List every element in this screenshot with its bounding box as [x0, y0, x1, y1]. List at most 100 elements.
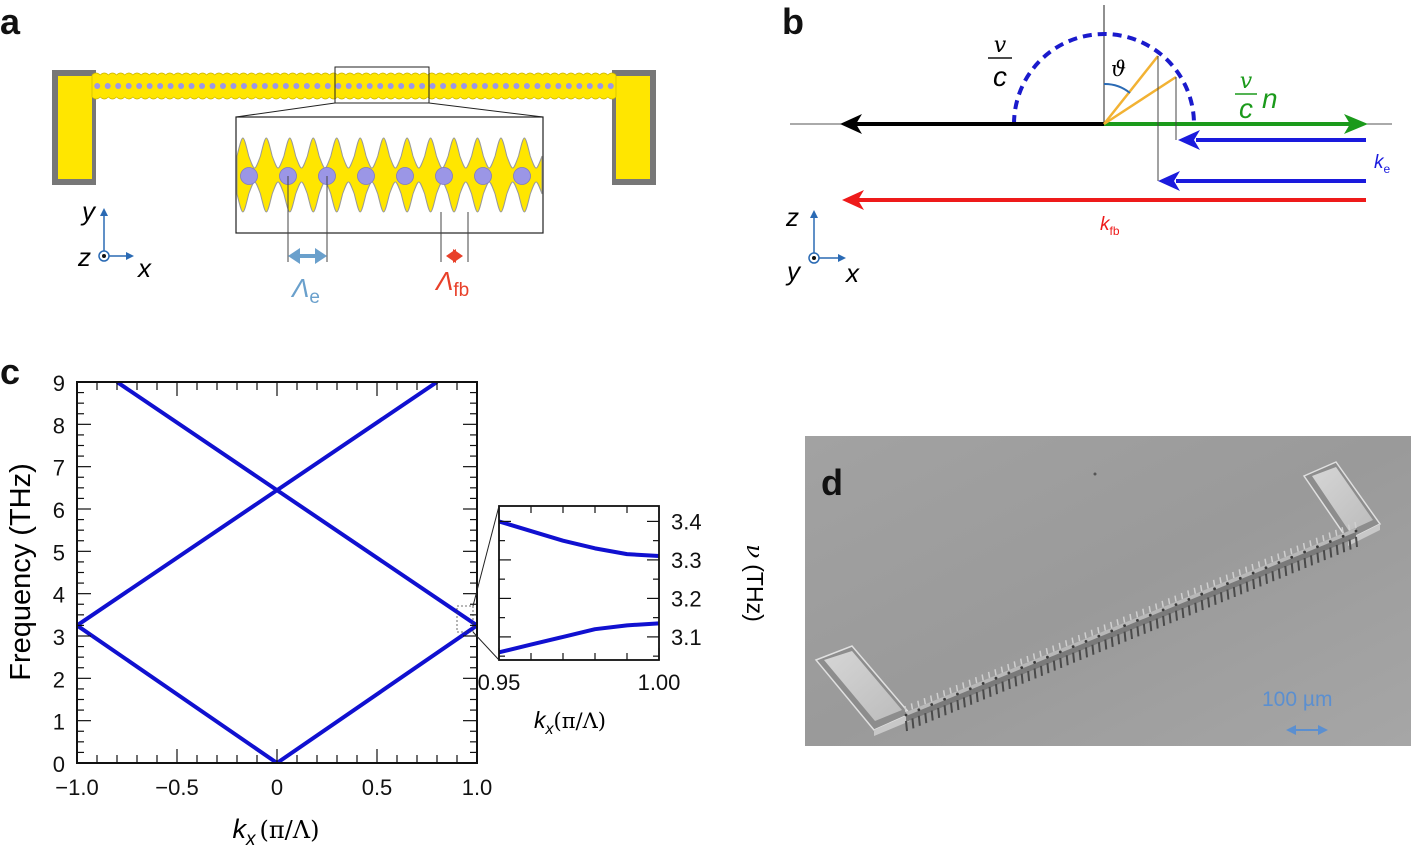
main-chart-frame: [76, 381, 478, 764]
x-tick-label: −1.0: [55, 775, 98, 800]
right-contact-pad-gold: [616, 76, 650, 179]
sem-bridge-hole: [1277, 561, 1281, 564]
waveguide-hole: [188, 83, 195, 89]
sem-corrugation-tooth: [1200, 599, 1204, 611]
sem-corrugation-tooth: [1168, 613, 1172, 624]
sem-bridge-hole: [904, 713, 908, 717]
sem-corrugation-tooth-top: [1180, 592, 1184, 600]
corrugated-waveguide: [91, 72, 617, 100]
sem-corrugation-tooth: [1310, 555, 1313, 566]
sem-corrugation-tooth-top: [1000, 666, 1004, 673]
sem-corrugation-tooth: [930, 710, 934, 721]
sem-bridge-hole: [1110, 629, 1114, 633]
sem-corrugation-tooth: [995, 684, 998, 695]
waveguide-hole: [314, 83, 321, 89]
sem-corrugation-tooth: [1104, 639, 1108, 650]
sem-corrugation-tooth: [937, 707, 941, 718]
sem-corrugation-tooth-top: [910, 703, 914, 710]
v-over-c-label: v c: [988, 33, 1012, 92]
y-tick-label: 5: [53, 540, 65, 565]
dispersion-line: [77, 623, 477, 763]
waveguide-hole: [209, 83, 216, 89]
sem-corrugation-tooth-top: [923, 697, 927, 705]
sem-corrugation-tooth-top: [1007, 663, 1010, 671]
sem-corrugation-tooth-top: [1090, 629, 1094, 636]
zoomed-waveguide-hole: [357, 167, 375, 185]
sem-bridge-hole: [1007, 671, 1011, 675]
sem-bridge-hole: [1161, 608, 1165, 612]
lambda-e-arrow: [288, 248, 327, 264]
sem-corrugation-tooth-top: [1315, 537, 1319, 544]
inset-y-tick-label: 3.3: [671, 548, 702, 573]
sem-corrugation-tooth: [1322, 550, 1326, 561]
sem-bridge-hole: [1136, 618, 1139, 622]
waveguide-hole: [513, 83, 520, 89]
waveguide-hole: [555, 83, 562, 89]
sem-bridge-hole: [1084, 640, 1088, 643]
sem-corrugation-tooth: [1252, 578, 1256, 590]
inset-ylabel: ν(THz): [741, 544, 768, 621]
sem-corrugation-tooth: [1329, 547, 1333, 558]
sem-bridge-hole: [1200, 592, 1204, 596]
sem-corrugation-tooth: [1258, 576, 1262, 587]
waveguide-hole: [492, 83, 499, 89]
sem-corrugation-tooth: [1059, 657, 1063, 669]
waveguide-hole: [471, 83, 478, 89]
sem-corrugation-tooth-top: [1251, 563, 1254, 571]
sem-corrugation-tooth: [1091, 644, 1095, 655]
waveguide-hole: [345, 83, 352, 89]
panel-d: d 100 µm: [805, 436, 1411, 746]
waveguide-hole: [440, 83, 447, 89]
sem-corrugation-tooth: [982, 689, 986, 700]
sem-corrugation-tooth-top: [1097, 627, 1100, 634]
waveguide-hole: [104, 83, 111, 89]
sem-corrugation-tooth-top: [942, 690, 946, 697]
waveguide-hole: [607, 83, 614, 89]
sem-bridge-hole: [1290, 555, 1294, 559]
sem-corrugation-tooth: [1123, 631, 1127, 642]
waveguide-hole: [461, 83, 468, 89]
waveguide-hole: [482, 83, 488, 89]
waveguide-hole: [387, 83, 394, 89]
x-tick-label: 1.0: [462, 775, 493, 800]
waveguide-hole: [429, 83, 436, 89]
sem-corrugation-tooth-top: [1084, 632, 1087, 639]
sem-bridge-hole: [1264, 566, 1268, 570]
black-arrow-head: [840, 114, 862, 134]
sem-corrugation-tooth-top: [1328, 532, 1332, 539]
sem-corrugation-tooth: [1027, 670, 1031, 682]
inset-y-tick-label: 3.2: [671, 586, 702, 611]
sem-waveguide-bridge: [904, 521, 1358, 732]
zoomed-waveguide: [236, 137, 543, 213]
sem-corrugation-tooth: [1110, 636, 1114, 647]
sem-bridge-hole: [1071, 645, 1075, 649]
sem-corrugation-tooth: [1046, 663, 1050, 674]
sem-bridge-hole: [1341, 534, 1345, 538]
waveguide-hole: [356, 83, 363, 89]
x-tick-label: 0: [271, 775, 283, 800]
sem-corrugation-tooth-top: [904, 705, 907, 713]
waveguide-hole: [157, 83, 164, 89]
sem-corrugation-tooth-top: [1103, 624, 1107, 631]
sem-corrugation-tooth: [1007, 678, 1011, 690]
sem-corrugation-tooth-top: [1341, 527, 1344, 534]
sem-corrugation-tooth-top: [1244, 566, 1248, 573]
sem-corrugation-tooth-top: [1167, 598, 1171, 605]
x-tick-label: 0.5: [362, 775, 393, 800]
sem-corrugation-tooth: [1297, 560, 1301, 571]
sem-corrugation-tooth-top: [1026, 655, 1029, 663]
sem-corrugation-tooth-top: [1052, 645, 1055, 652]
inset-zoom-region: [456, 605, 474, 633]
sem-corrugation-tooth: [1065, 655, 1069, 666]
waveguide-hole: [408, 83, 415, 89]
sem-corrugation-tooth: [1001, 681, 1005, 692]
panel-c-label: c: [0, 351, 20, 392]
sem-corrugation-tooth: [1232, 586, 1236, 598]
sem-bridge-hole: [981, 682, 985, 685]
sem-corrugation-tooth-top: [1116, 619, 1119, 626]
waveguide-hole: [576, 83, 583, 89]
sem-corrugation-tooth-top: [1142, 608, 1145, 615]
inset-connector-bottom: [472, 631, 500, 661]
sem-dust-speck: [1093, 472, 1097, 476]
